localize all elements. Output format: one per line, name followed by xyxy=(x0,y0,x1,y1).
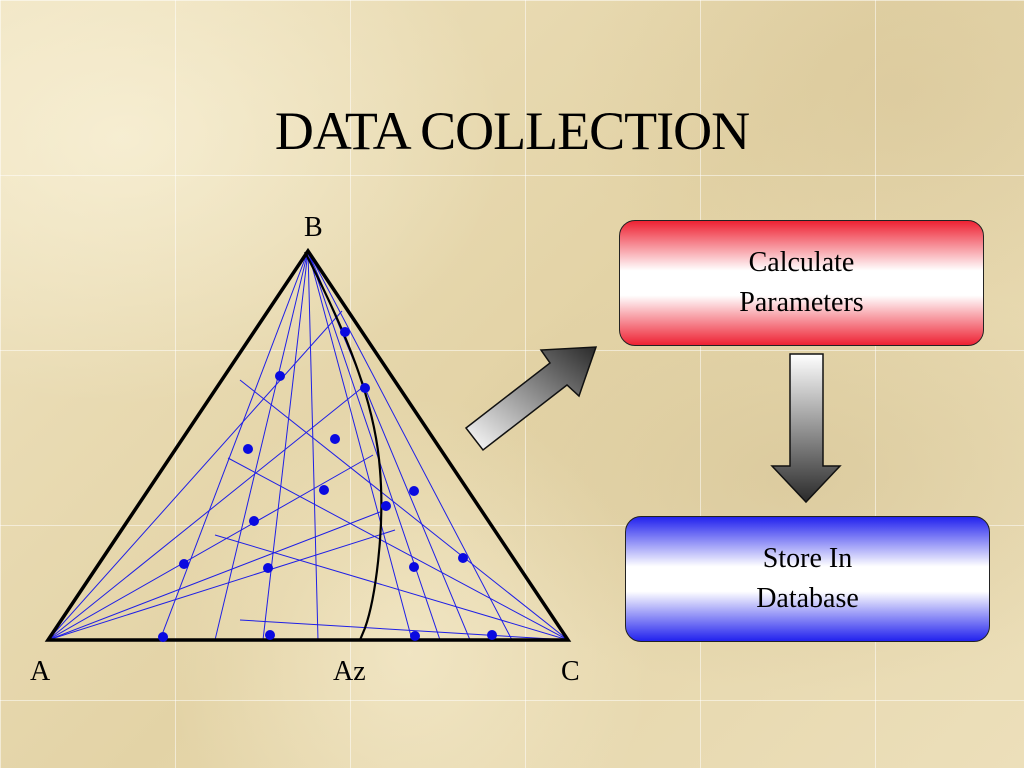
tie-line xyxy=(239,379,569,641)
data-point xyxy=(330,434,340,444)
data-point xyxy=(275,371,285,381)
data-point xyxy=(179,559,189,569)
vertex-label-a: A xyxy=(30,656,51,687)
data-point xyxy=(158,632,168,642)
tie-line xyxy=(47,310,343,641)
data-point xyxy=(487,630,497,640)
tie-lines-from-a xyxy=(47,310,396,641)
data-point xyxy=(381,501,391,511)
vertex-label-az: Az xyxy=(333,656,366,687)
calculate-box-line2: Parameters xyxy=(739,287,864,318)
tie-line xyxy=(47,454,374,641)
data-point xyxy=(319,485,329,495)
store-box-line1: Store In xyxy=(762,543,853,574)
calculate-box-line1: Calculate xyxy=(748,247,855,278)
arrow-down-icon xyxy=(770,353,842,504)
vertex-label-b: B xyxy=(304,212,323,243)
store-in-database-box: Store In Database xyxy=(625,516,990,642)
data-point xyxy=(249,516,259,526)
data-points xyxy=(158,327,497,642)
tie-line xyxy=(47,386,364,641)
tie-line xyxy=(214,534,569,641)
data-point xyxy=(263,563,273,573)
tie-lines-from-b xyxy=(159,250,513,641)
tie-line xyxy=(307,250,413,641)
tie-line xyxy=(307,250,513,641)
tie-line xyxy=(262,250,309,641)
tie-line xyxy=(214,250,309,641)
vertex-label-c: C xyxy=(561,656,580,687)
tie-line xyxy=(159,250,309,641)
page-title: DATA COLLECTION xyxy=(274,101,750,161)
data-point xyxy=(409,486,419,496)
arrow-to-calculate-icon xyxy=(464,346,598,452)
tie-line xyxy=(47,511,381,641)
tie-line xyxy=(307,250,319,641)
tie-line xyxy=(239,619,569,641)
tie-line xyxy=(227,457,569,641)
tie-line xyxy=(307,250,441,641)
boundary-curve xyxy=(304,251,383,641)
data-point xyxy=(409,562,419,572)
data-point xyxy=(243,444,253,454)
data-point xyxy=(410,631,420,641)
data-point xyxy=(340,327,350,337)
calculate-parameters-box: Calculate Parameters xyxy=(619,220,984,346)
tie-line xyxy=(47,529,396,641)
data-point xyxy=(265,630,275,640)
tie-lines-from-c xyxy=(214,379,569,641)
data-point xyxy=(360,383,370,393)
triangle-outline xyxy=(44,247,572,642)
store-box-line2: Database xyxy=(756,583,859,614)
data-point xyxy=(458,553,468,563)
